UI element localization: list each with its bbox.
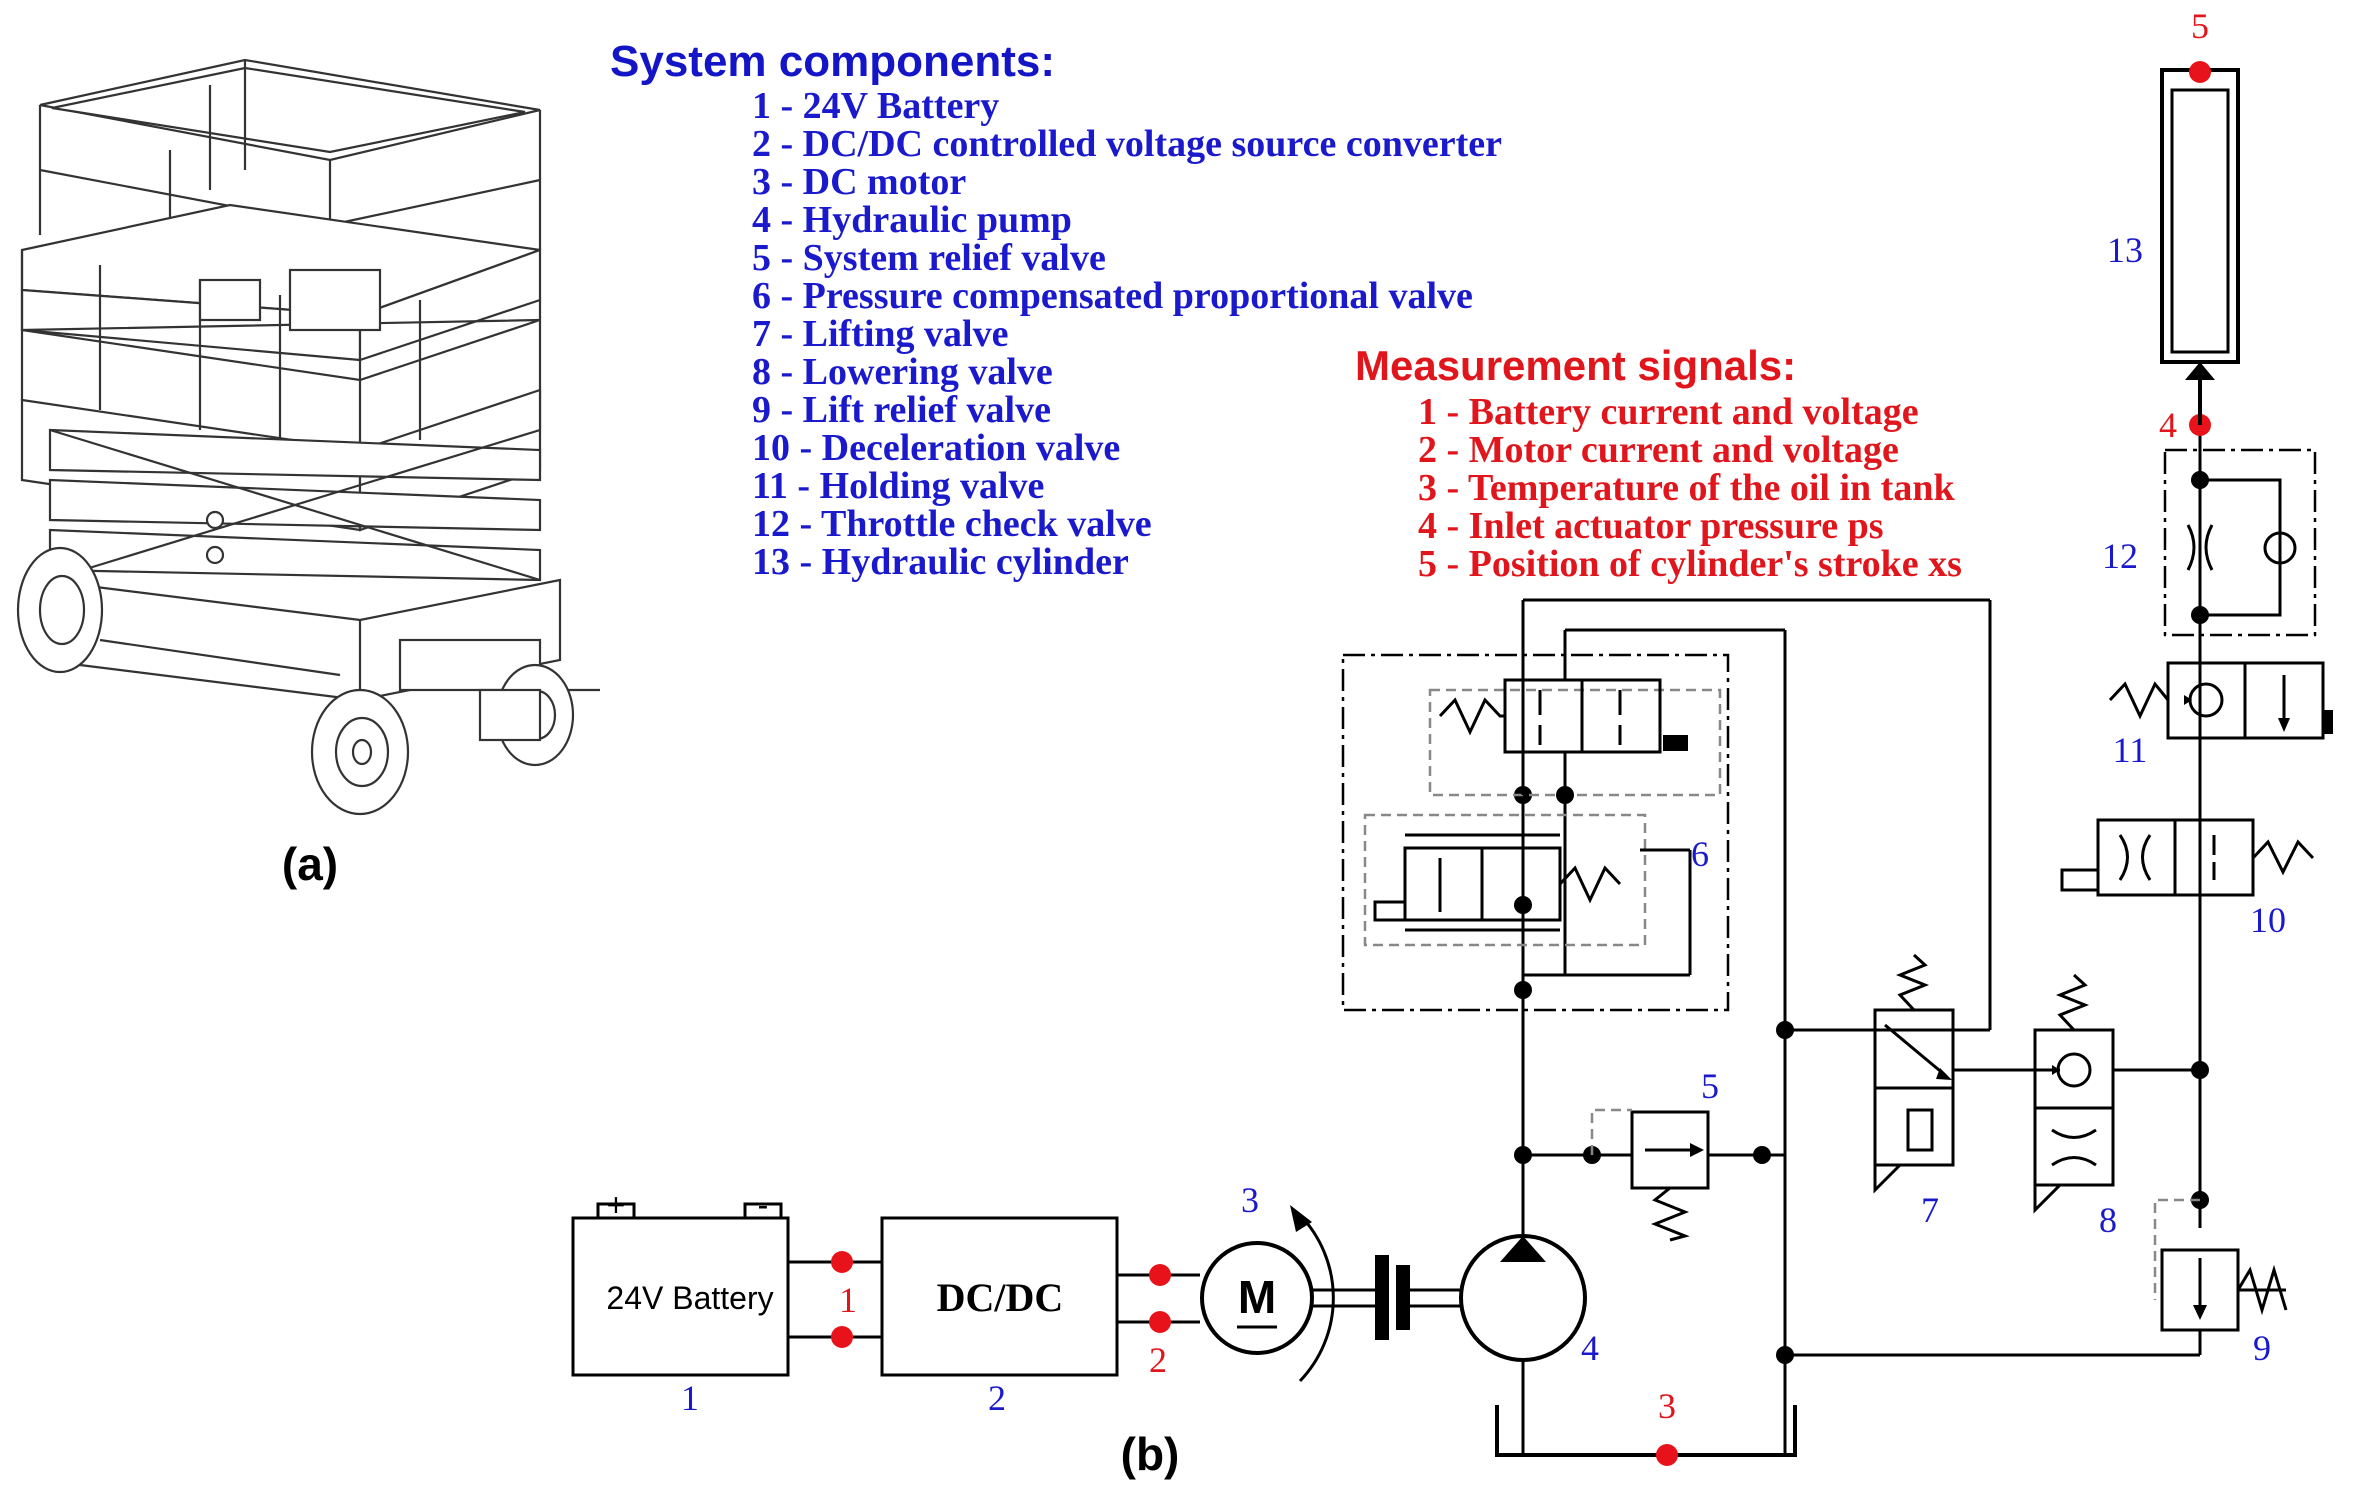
measurement-signals-list: Measurement signals: 1 - Battery current… (1355, 342, 1962, 585)
deceleration-valve-10 (2060, 818, 2315, 897)
component-item: 3 - DC motor (752, 161, 966, 203)
signal-2-point (1149, 1311, 1171, 1333)
caption-a: (a) (282, 838, 338, 890)
motor-label: M (1238, 1271, 1276, 1323)
signal-item: 4 - Inlet actuator pressure ps (1418, 505, 1884, 547)
signal-2-point (1149, 1264, 1171, 1286)
component-item: 9 - Lift relief valve (752, 389, 1051, 431)
hydraulic-schematic: + - 24V Battery DC/DC M (571, 61, 2333, 1466)
label-signal-3: 3 (1658, 1386, 1676, 1426)
dcdc-label: DC/DC (937, 1275, 1064, 1320)
label-component-9: 9 (2253, 1328, 2271, 1368)
label-component-4: 4 (1581, 1328, 1599, 1368)
component-item: 13 - Hydraulic cylinder (752, 541, 1129, 583)
label-component-3: 3 (1241, 1180, 1259, 1220)
caption-b: (b) (1121, 1428, 1180, 1480)
label-component-2: 2 (988, 1378, 1006, 1418)
relief-valve-5 (1523, 1108, 1785, 1242)
component-item: 10 - Deceleration valve (752, 427, 1120, 469)
label-signal-1: 1 (839, 1280, 857, 1320)
system-components-heading: System components: (610, 37, 1055, 86)
lift-relief-valve-9 (2153, 1198, 2288, 1332)
component-item: 6 - Pressure compensated proportional va… (752, 275, 1473, 317)
signal-1-point (831, 1326, 853, 1348)
battery-plus-terminal: + (607, 1187, 626, 1223)
signal-1-point (831, 1251, 853, 1273)
component-item: 5 - System relief valve (752, 237, 1106, 279)
battery-block: + - 24V Battery (571, 1187, 790, 1377)
battery-label: 24V Battery (606, 1280, 773, 1316)
label-component-6: 6 (1691, 834, 1709, 874)
measurement-signals-heading: Measurement signals: (1355, 342, 1796, 389)
signal-3-point (1656, 1444, 1678, 1466)
signal-item: 3 - Temperature of the oil in tank (1418, 467, 1955, 509)
scissor-lift-drawing (16, 58, 600, 816)
signal-item: 1 - Battery current and voltage (1418, 391, 1919, 433)
hydraulic-cylinder-13 (2160, 68, 2240, 425)
tank-symbol (1495, 1405, 1797, 1457)
label-component-7: 7 (1921, 1190, 1939, 1230)
label-component-5: 5 (1701, 1066, 1719, 1106)
label-component-1: 1 (681, 1378, 699, 1418)
label-signal-5: 5 (2191, 6, 2209, 46)
label-component-10: 10 (2250, 900, 2286, 940)
label-component-12: 12 (2102, 536, 2138, 576)
label-signal-4: 4 (2159, 405, 2177, 445)
lowering-valve-8 (2033, 973, 2200, 1214)
system-components-list: System components: 1 - 24V Battery 2 - D… (610, 37, 1502, 583)
component-item: 11 - Holding valve (752, 465, 1044, 507)
component-item: 1 - 24V Battery (752, 85, 999, 127)
signal-item: 5 - Position of cylinder's stroke xs (1418, 543, 1962, 585)
label-component-13: 13 (2107, 230, 2143, 270)
dc-motor-symbol: M (1200, 1205, 1335, 1383)
battery-minus-terminal: - (758, 1187, 769, 1223)
component-item: 7 - Lifting valve (752, 313, 1008, 355)
component-6-box (1341, 653, 1730, 1012)
component-item: 4 - Hydraulic pump (752, 199, 1072, 241)
label-signal-2: 2 (1149, 1340, 1167, 1380)
lifting-valve-7 (1873, 953, 2060, 1194)
throttle-check-valve-12 (2163, 448, 2317, 637)
component-item: 12 - Throttle check valve (752, 503, 1152, 545)
signal-item: 2 - Motor current and voltage (1418, 429, 1899, 471)
label-component-11: 11 (2113, 730, 2148, 770)
dcdc-block: DC/DC (880, 1216, 1119, 1377)
component-item: 2 - DC/DC controlled voltage source conv… (752, 123, 1502, 165)
label-component-8: 8 (2099, 1200, 2117, 1240)
signal-5-point (2189, 61, 2211, 83)
component-item: 8 - Lowering valve (752, 351, 1053, 393)
holding-valve-11 (2108, 661, 2333, 740)
hydraulic-pump-symbol (1459, 1234, 1587, 1362)
